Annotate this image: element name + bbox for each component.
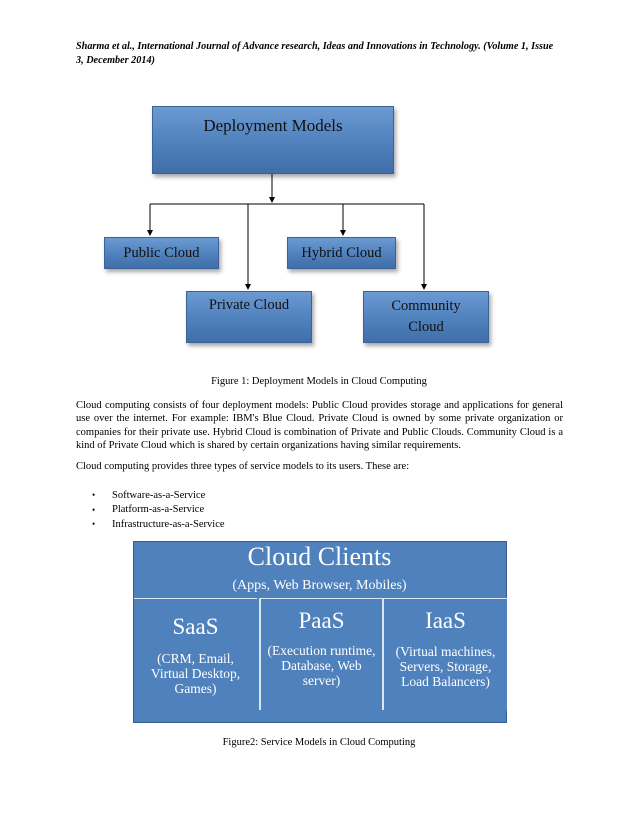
- community-cloud-label-line1: Community: [391, 298, 461, 314]
- figure1-caption: Figure 1: Deployment Models in Cloud Com…: [211, 376, 427, 387]
- figure2-caption: Figure2: Service Models in Cloud Computi…: [222, 737, 416, 748]
- paragraph-deployment: Cloud computing consists of four deploym…: [76, 400, 563, 452]
- list-item: • Infrastructure-as-a-Service: [92, 517, 225, 532]
- service-models-footer-band: [134, 710, 505, 721]
- paragraph-service-intro: Cloud computing provides three types of …: [76, 461, 410, 472]
- bullet-icon: •: [92, 490, 96, 501]
- cloud-clients-subtitle: (Apps, Web Browser, Mobiles): [232, 578, 407, 593]
- saas-column: SaaS (CRM, Email, Virtual Desktop, Games…: [134, 598, 257, 711]
- iaas-column: IaaS (Virtual machines, Servers, Storage…: [382, 598, 507, 711]
- journal-header: Sharma et al., International Journal of …: [76, 41, 554, 66]
- cloud-clients-title: Cloud Clients: [247, 542, 392, 571]
- list-item-label: Infrastructure-as-a-Service: [112, 518, 225, 530]
- bullet-icon: •: [92, 504, 96, 515]
- deployment-models-node: Deployment Models: [152, 106, 394, 174]
- service-model-list: • Software-as-a-Service • Platform-as-a-…: [92, 488, 225, 532]
- public-cloud-node: Public Cloud: [104, 237, 219, 269]
- list-item: • Platform-as-a-Service: [92, 503, 225, 518]
- deployment-models-label: Deployment Models: [203, 116, 343, 135]
- paas-title: PaaS: [298, 608, 345, 633]
- hybrid-cloud-node: Hybrid Cloud: [287, 237, 396, 269]
- iaas-title: IaaS: [425, 608, 466, 633]
- saas-title: SaaS: [172, 614, 219, 639]
- hybrid-cloud-label: Hybrid Cloud: [301, 244, 382, 261]
- private-cloud-label: Private Cloud: [208, 297, 290, 313]
- saas-description: (CRM, Email, Virtual Desktop, Games): [150, 651, 241, 696]
- community-cloud-node: Community Cloud: [363, 291, 489, 343]
- iaas-description: (Virtual machines, Servers, Storage, Loa…: [395, 644, 496, 689]
- paas-description: (Execution runtime, Database, Web server…: [267, 643, 376, 688]
- paas-column: PaaS (Execution runtime, Database, Web s…: [259, 598, 382, 711]
- list-item-label: Platform-as-a-Service: [112, 504, 205, 516]
- community-cloud-label-line2: Cloud: [408, 319, 444, 335]
- private-cloud-node: Private Cloud: [186, 291, 312, 343]
- bullet-icon: •: [92, 519, 96, 530]
- list-item: • Software-as-a-Service: [92, 488, 225, 503]
- cloud-clients-header: Cloud Clients (Apps, Web Browser, Mobile…: [134, 542, 505, 598]
- public-cloud-label: Public Cloud: [123, 244, 200, 261]
- list-item-label: Software-as-a-Service: [112, 489, 206, 501]
